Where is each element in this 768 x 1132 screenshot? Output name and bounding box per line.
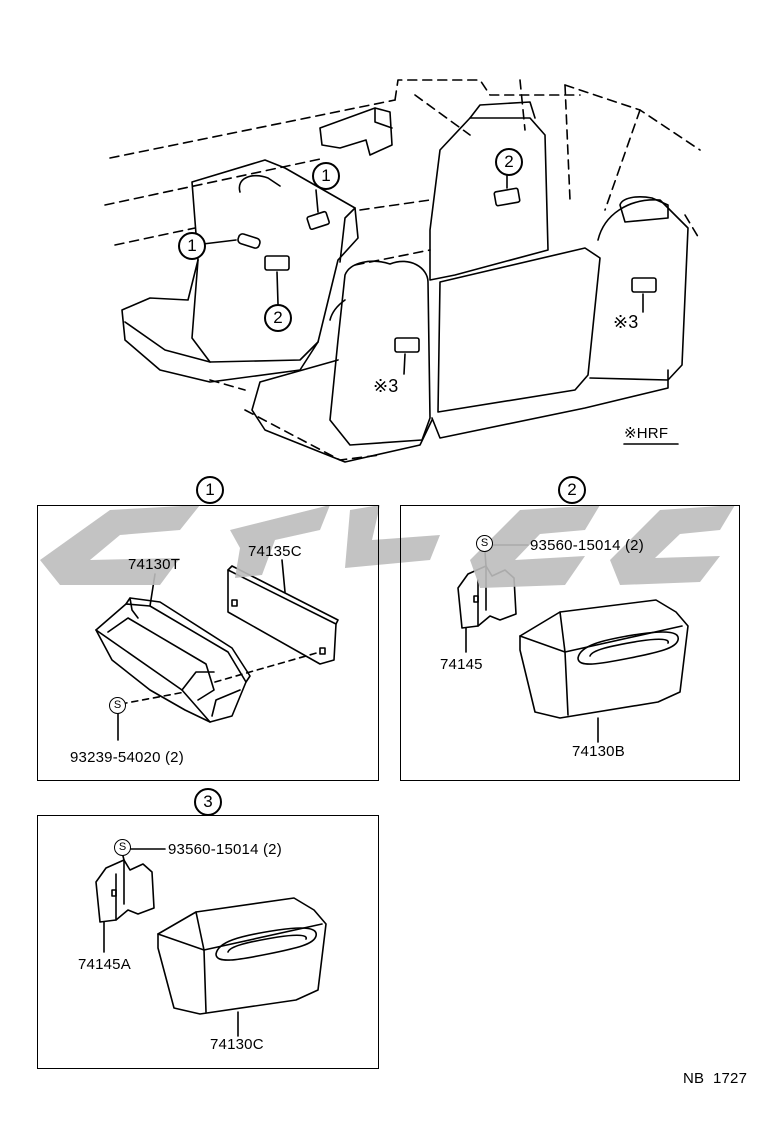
overview-callout-3-right: ※3 [613,312,639,332]
rear-bench [251,196,689,463]
part-93239-54020: 93239-54020 (2) [70,749,184,766]
part-74135C: 74135C [248,543,302,560]
vehicle-body-outline [104,79,701,461]
part-93560-15014-p3: 93560-15014 (2) [168,841,282,858]
front-seat [121,159,359,383]
part-93560-15014-p2: 93560-15014 (2) [530,537,644,554]
part-74130B: 74130B [572,743,625,760]
panel-3-drawing [95,848,327,1037]
part-74130T: 74130T [128,556,181,573]
overview-callout-1-top: 1 [312,162,340,190]
rear-seat-back [429,101,549,281]
overview-ashtrays [237,187,657,353]
panel-1-drawing [95,559,339,741]
panel-3-number: 3 [194,788,222,816]
panel-2-number: 2 [558,476,586,504]
overview-leaders [202,171,679,445]
panel-2 [400,505,740,781]
panel-3 [37,815,379,1069]
hrf-note: ※HRF [624,425,669,442]
panel-2-screw-symbol: S [476,535,493,552]
panel-3-screw-symbol: S [114,839,131,856]
part-74145: 74145 [440,656,483,673]
overview-callout-2-left: 2 [264,304,292,332]
panel-1 [37,505,379,781]
part-74130C: 74130C [210,1036,264,1053]
watermark-logo [40,505,735,588]
overview-callout-2-top: 2 [495,148,523,176]
overview-callout-1-left: 1 [178,232,206,260]
panel-1-number: 1 [196,476,224,504]
panel-1-screw-symbol: S [109,697,126,714]
diagram-ref-code: NB 1727 [683,1070,748,1087]
center-console [319,107,393,156]
overview-callout-3-center: ※3 [373,376,399,396]
part-74145A: 74145A [78,956,131,973]
